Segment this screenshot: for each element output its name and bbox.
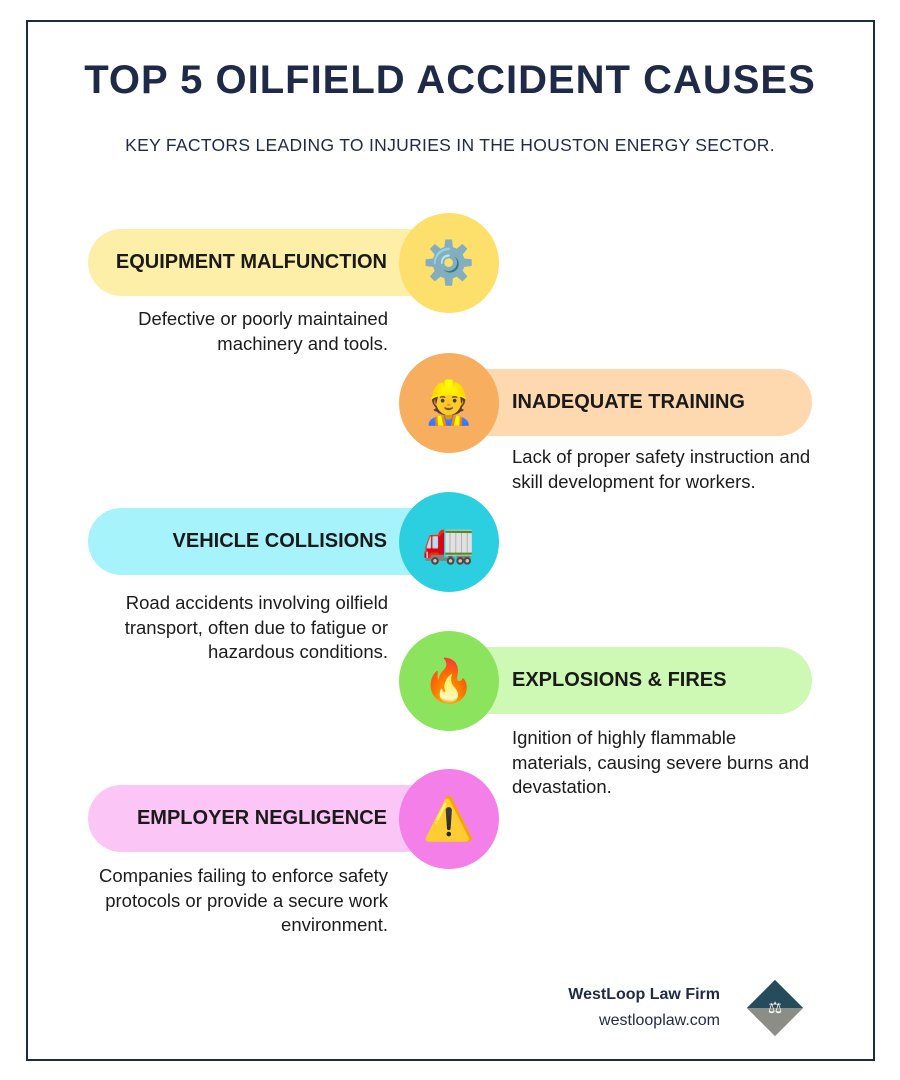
cause-label: VEHICLE COLLISIONS xyxy=(172,530,387,552)
cause-description: Defective or poorly maintained machinery… xyxy=(138,308,388,354)
construction-worker-icon: 👷 xyxy=(399,353,499,453)
infographic-frame xyxy=(26,20,875,1061)
cause-label: EMPLOYER NEGLIGENCE xyxy=(136,807,387,829)
cause-label: EXPLOSIONS & FIRES xyxy=(512,669,727,691)
cause-description: Road accidents involving oilfield transp… xyxy=(124,592,388,662)
page-subtitle: KEY FACTORS LEADING TO INJURIES IN THE H… xyxy=(125,135,775,155)
cause-description: Ignition of highly flammable materials, … xyxy=(512,727,810,797)
gear-icon: ⚙️ xyxy=(399,213,499,313)
firm-name: WestLoop Law Firm xyxy=(568,986,720,1003)
cause-description: Companies failing to enforce safety prot… xyxy=(99,865,388,935)
fire-icon: 🔥 xyxy=(399,631,499,731)
page-title: TOP 5 OILFIELD ACCIDENT CAUSES xyxy=(84,58,816,102)
cause-description: Lack of proper safety instruction and sk… xyxy=(512,446,811,492)
cause-label: EQUIPMENT MALFUNCTION xyxy=(115,251,387,273)
firm-website-link[interactable]: westlooplaw.com xyxy=(599,1012,720,1029)
warning-icon: ⚠️ xyxy=(399,769,499,869)
cause-label: INADEQUATE TRAINING xyxy=(512,391,745,413)
truck-icon: 🚛 xyxy=(399,492,499,592)
